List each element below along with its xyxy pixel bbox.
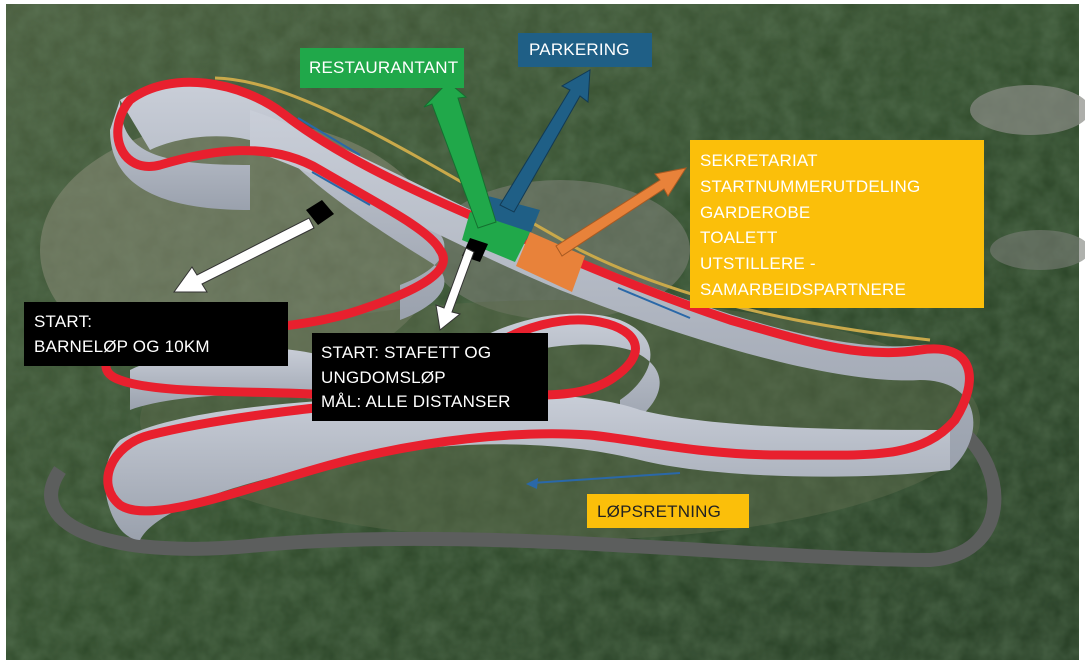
restaurant-label-text: RESTAURANTANT (309, 58, 459, 77)
arrow-up-right-icon (499, 69, 591, 213)
info-line-toilet: TOALETT (700, 228, 778, 248)
parking-label-text: PARKERING (529, 40, 630, 59)
start-relay-line-2: UNGDOMSLØP (321, 367, 446, 387)
direction-arrow-icon (526, 472, 681, 489)
parking-label: PARKERING (518, 33, 652, 67)
course-wall-west (110, 100, 250, 210)
start-kids-line-2: BARNELØP OG 10KM (34, 336, 210, 356)
start-relay-line-1: START: STAFETT OG (321, 343, 492, 362)
info-line-cloakroom: GARDEROBE (700, 202, 811, 222)
running-direction-label: LØPSRETNING (587, 494, 749, 528)
course-line (101, 77, 974, 516)
secretariat-info-box: SEKRETARIAT STARTNUMMERUTDELING GARDEROB… (690, 140, 984, 308)
arrow-right-icon (555, 167, 688, 257)
info-line-partners: SAMARBEIDSPARTNERE (700, 280, 907, 300)
arrow-down-icon (435, 247, 475, 331)
secretariat-building (516, 232, 585, 292)
asphalt-circuit (44, 424, 1002, 568)
start-kids-label: START: BARNELØP OG 10KM (24, 302, 288, 366)
yellow-road (214, 76, 931, 342)
info-line-secretariat: SEKRETARIAT (700, 151, 818, 170)
direction-markers (297, 117, 691, 319)
finish-line-text: MÅL: ALLE DISTANSER (321, 392, 511, 412)
arrow-down-left-icon (173, 200, 334, 293)
facilities (462, 196, 585, 292)
start-kids-line-1: START: (34, 312, 93, 331)
info-line-bib-pickup: STARTNUMMERUTDELING (700, 176, 921, 196)
running-direction-text: LØPSRETNING (597, 502, 722, 521)
info-line-exhibitors: UTSTILLERE - (700, 254, 816, 274)
course-wall-south (105, 393, 950, 540)
restaurant-label: RESTAURANTANT (300, 48, 464, 88)
start-relay-label: START: STAFETT OG UNGDOMSLØP MÅL: ALLE D… (312, 333, 548, 421)
arrow-up-icon (423, 81, 497, 229)
